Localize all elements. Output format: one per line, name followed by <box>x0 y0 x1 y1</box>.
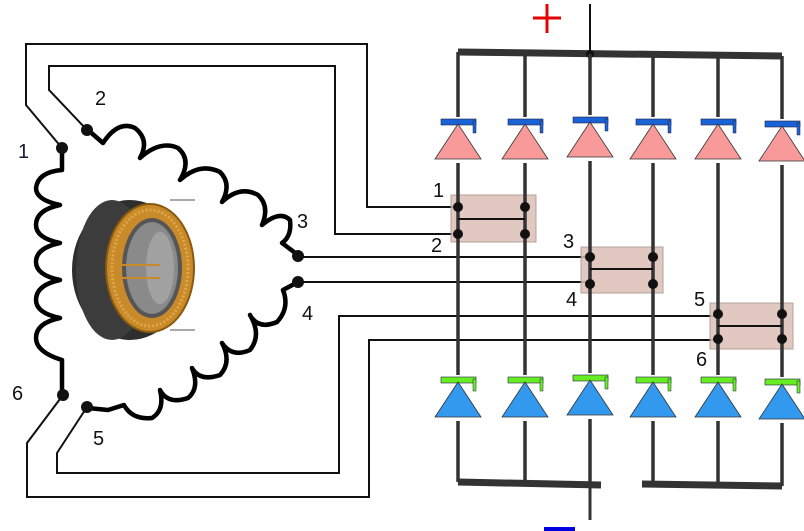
label-junction-4: 4 <box>566 289 577 311</box>
upper-diode-2 <box>501 117 549 163</box>
label-junction-1: 1 <box>433 180 444 202</box>
diode-triangle <box>434 123 482 160</box>
lead-wires <box>25 43 718 498</box>
diode-triangle <box>758 383 804 420</box>
upper-diode-3 <box>566 115 614 161</box>
upper-diode-1 <box>434 117 482 163</box>
wire-terminal-6 <box>26 339 718 498</box>
diode-triangle <box>566 121 614 158</box>
lower-diode-6 <box>758 377 804 423</box>
label-terminal-5-stator: 5 <box>93 428 104 450</box>
label-terminal-6-stator: 6 <box>12 383 23 405</box>
lower-diode-4 <box>629 375 677 421</box>
label-terminal-1-stator: 1 <box>18 141 29 163</box>
lower-diodes <box>434 373 804 423</box>
junction-internals <box>453 202 787 344</box>
wire-terminal-5 <box>56 315 718 474</box>
label-junction-6: 6 <box>696 349 707 371</box>
coil-4-5 <box>85 279 301 421</box>
stator-image <box>72 199 195 340</box>
negative-rail <box>457 478 783 520</box>
diode-triangle <box>434 381 482 418</box>
upper-diodes <box>434 115 804 165</box>
lower-diode-5 <box>694 375 742 421</box>
label-junction-2: 2 <box>431 235 442 257</box>
diode-triangle <box>501 381 549 418</box>
diode-triangle <box>629 123 677 160</box>
label-junction-3: 3 <box>563 231 574 253</box>
lower-diode-2 <box>501 375 549 421</box>
diode-triangle <box>694 381 742 418</box>
positive-rail <box>457 4 783 60</box>
label-junction-5: 5 <box>694 289 705 311</box>
wire-terminal-1 <box>25 43 458 208</box>
upper-diode-5 <box>694 117 742 163</box>
positive-sign <box>533 4 561 33</box>
diode-triangle <box>694 123 742 160</box>
label-terminal-3-stator: 3 <box>297 211 308 233</box>
negative-sign <box>544 527 575 531</box>
diode-triangle <box>629 381 677 418</box>
wire-terminal-2 <box>48 65 458 235</box>
upper-diode-6 <box>758 119 804 165</box>
diode-triangle <box>758 125 804 162</box>
label-terminal-2-stator: 2 <box>95 88 106 110</box>
coil-2-3 <box>85 123 301 258</box>
label-terminal-4-stator: 4 <box>302 303 313 325</box>
diode-triangle <box>501 123 549 160</box>
upper-diode-4 <box>629 117 677 163</box>
lower-diode-1 <box>434 375 482 421</box>
lower-diode-3 <box>566 373 614 419</box>
coil-1-6 <box>33 147 65 396</box>
diode-triangle <box>566 379 614 416</box>
